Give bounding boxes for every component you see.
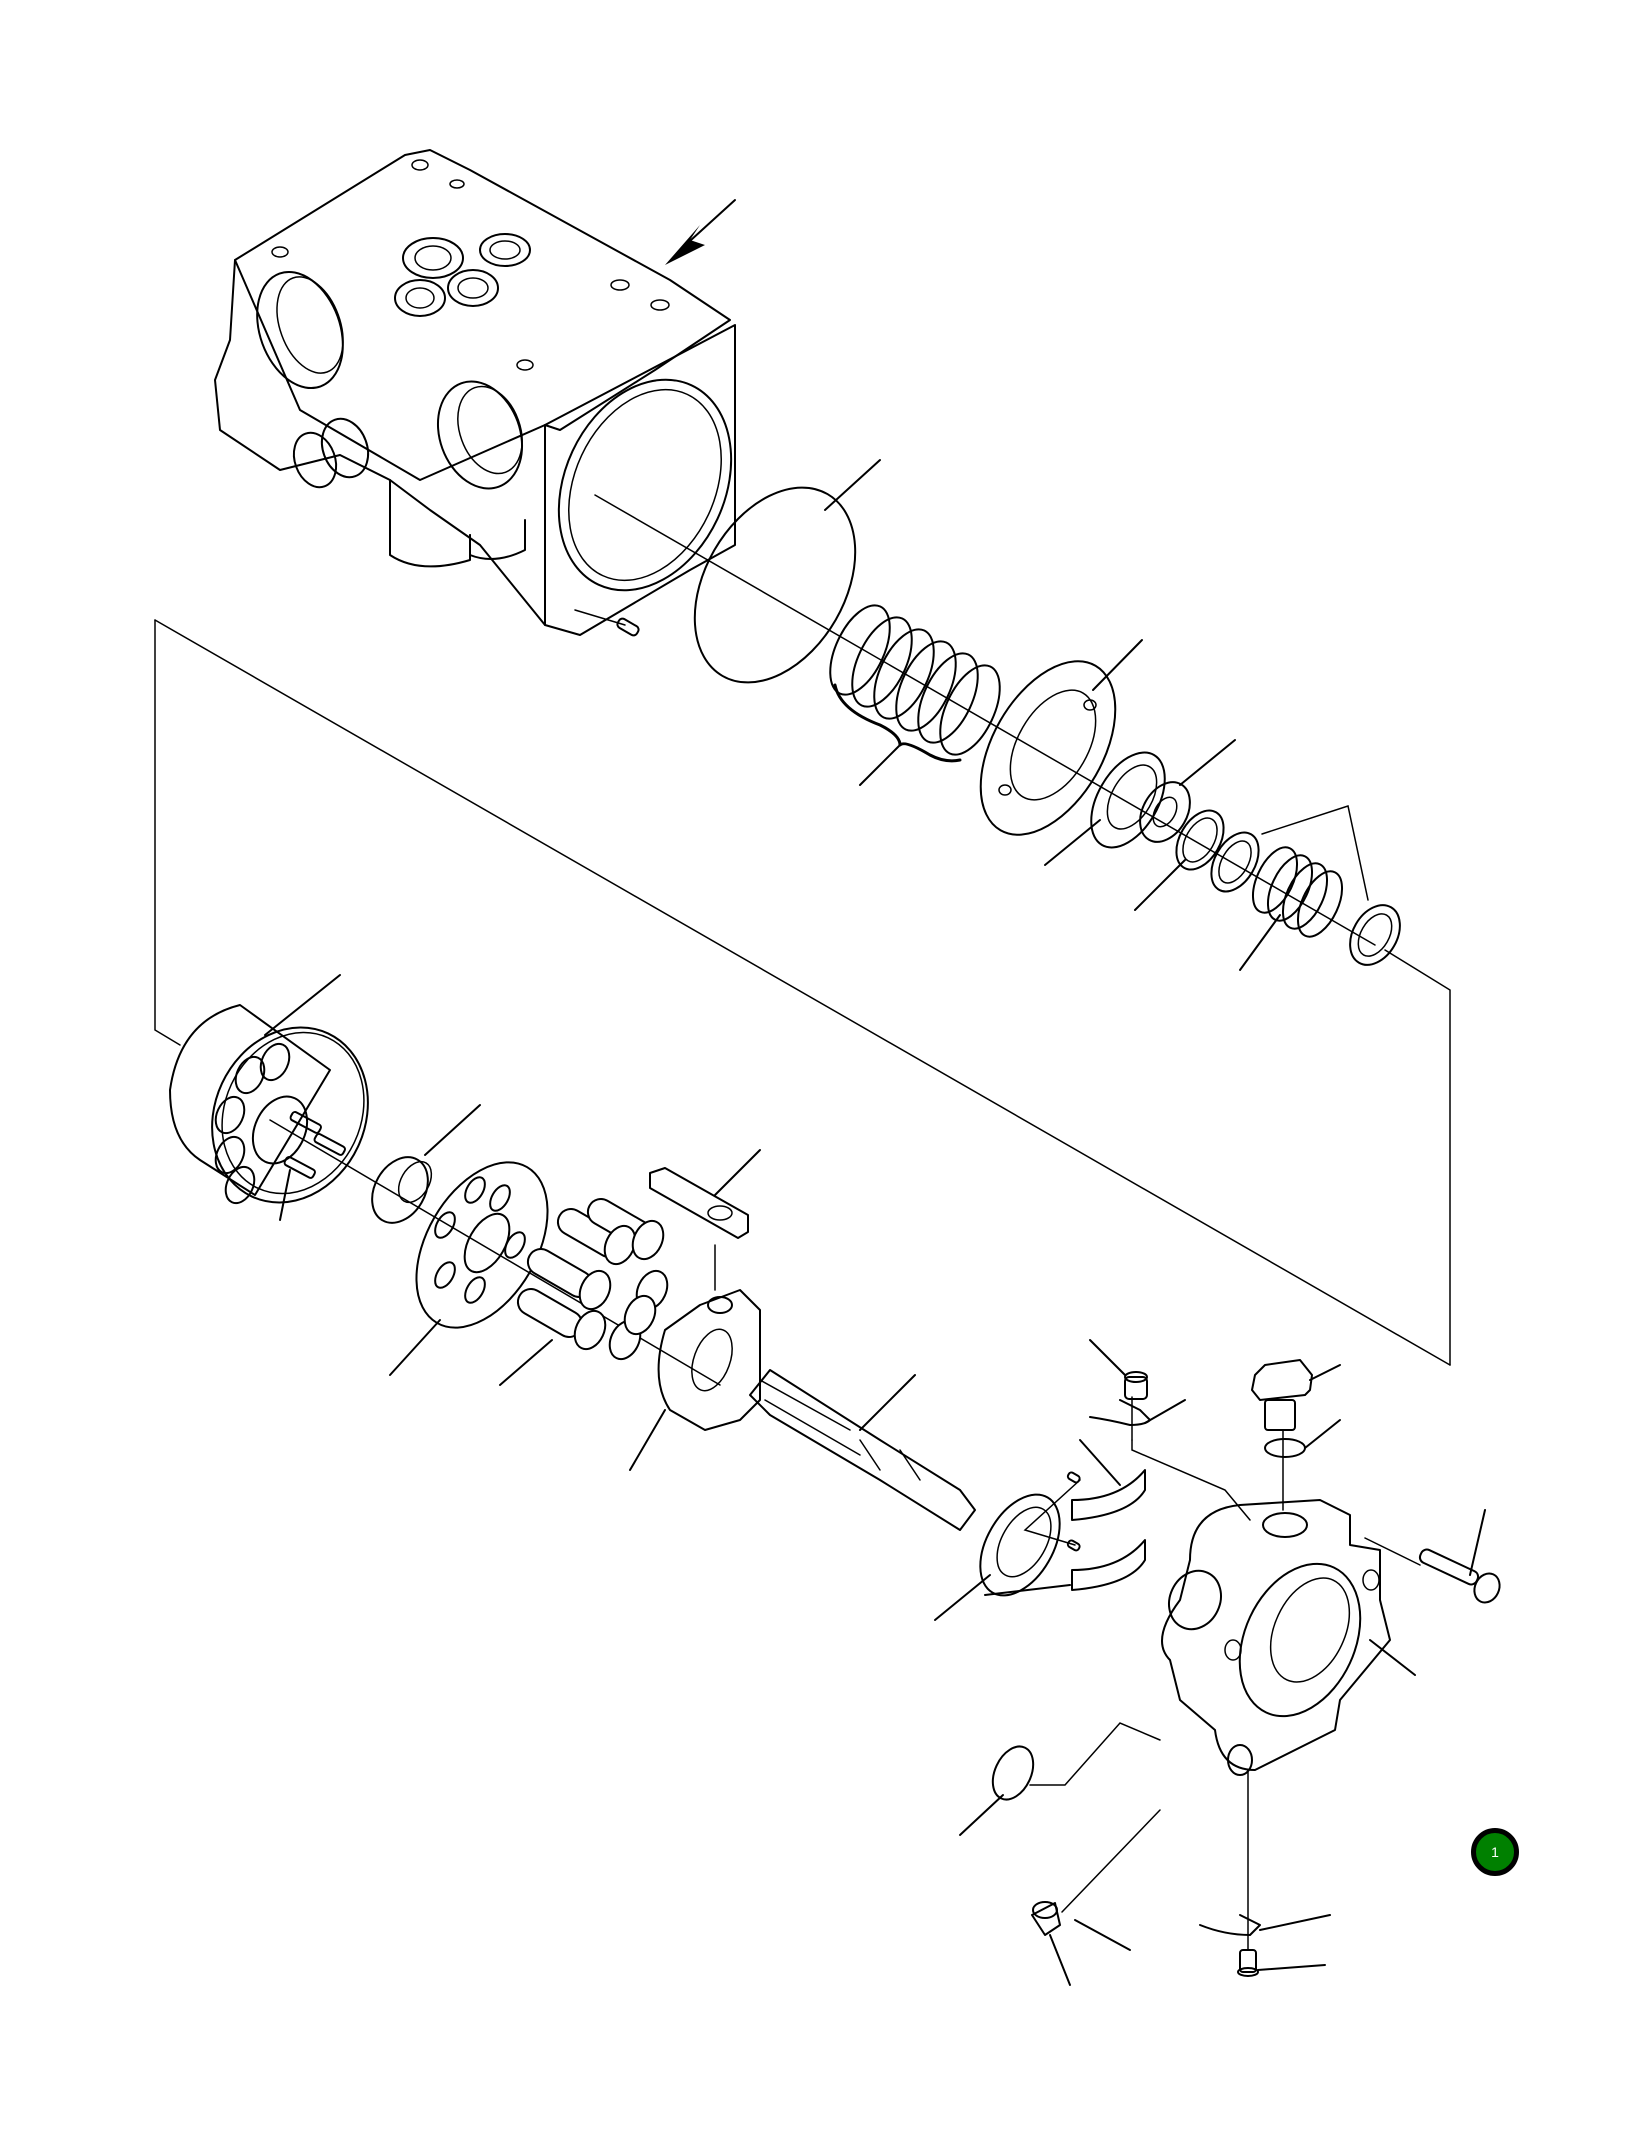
pins[interactable] xyxy=(279,1111,346,1221)
drive-shaft[interactable] xyxy=(749,1369,976,1531)
callout-badge[interactable]: 1 xyxy=(1471,1828,1519,1876)
washer[interactable] xyxy=(1130,739,1236,851)
spring[interactable] xyxy=(1239,841,1351,971)
frame-line-diag xyxy=(154,619,1451,1366)
clip-bottom[interactable] xyxy=(1199,1769,1331,1951)
guide-plate[interactable] xyxy=(649,1149,761,1291)
leader-shims xyxy=(1261,805,1369,901)
socket-bolt[interactable] xyxy=(1364,1509,1504,1607)
snap-ring[interactable] xyxy=(1134,802,1233,911)
frame-line-right xyxy=(1384,949,1451,1366)
assembly-axis-upper xyxy=(594,494,1376,946)
bearing-lower[interactable] xyxy=(934,1481,1076,1621)
pump-housing[interactable] xyxy=(214,149,764,637)
orifice-plug[interactable] xyxy=(1031,1809,1161,1986)
swash-plate[interactable] xyxy=(629,1289,761,1471)
dowel-pin[interactable] xyxy=(616,617,640,637)
index-arrow-icon xyxy=(665,199,736,265)
leader-pin-top xyxy=(1131,1439,1251,1521)
o-ring-small[interactable] xyxy=(1264,1419,1341,1458)
pistons-with-shoes[interactable] xyxy=(499,1194,673,1386)
spherical-bushing[interactable] xyxy=(361,1104,481,1233)
shim-end[interactable] xyxy=(1340,896,1410,973)
end-cover-housing[interactable] xyxy=(1160,1499,1416,1776)
cylinder-block[interactable] xyxy=(169,974,396,1228)
shim[interactable] xyxy=(1202,824,1269,899)
bushing-halves[interactable] xyxy=(984,1439,1146,1596)
frame-line-left xyxy=(154,619,181,1046)
o-ring-side[interactable] xyxy=(959,1722,1161,1836)
retainer-plate[interactable] xyxy=(389,1140,574,1376)
pin-top[interactable] xyxy=(1089,1339,1148,1400)
piston-rings-set[interactable] xyxy=(818,596,1012,786)
assembly-axis-lower xyxy=(269,1119,721,1386)
o-ring-large[interactable] xyxy=(662,459,888,711)
callout-badge-label: 1 xyxy=(1491,1844,1499,1860)
pin-bottom[interactable] xyxy=(1237,1949,1326,1977)
clip-top[interactable] xyxy=(1089,1396,1186,1441)
swash-plate-retainer[interactable] xyxy=(953,638,1143,858)
plug-bolt[interactable] xyxy=(1251,1359,1341,1431)
